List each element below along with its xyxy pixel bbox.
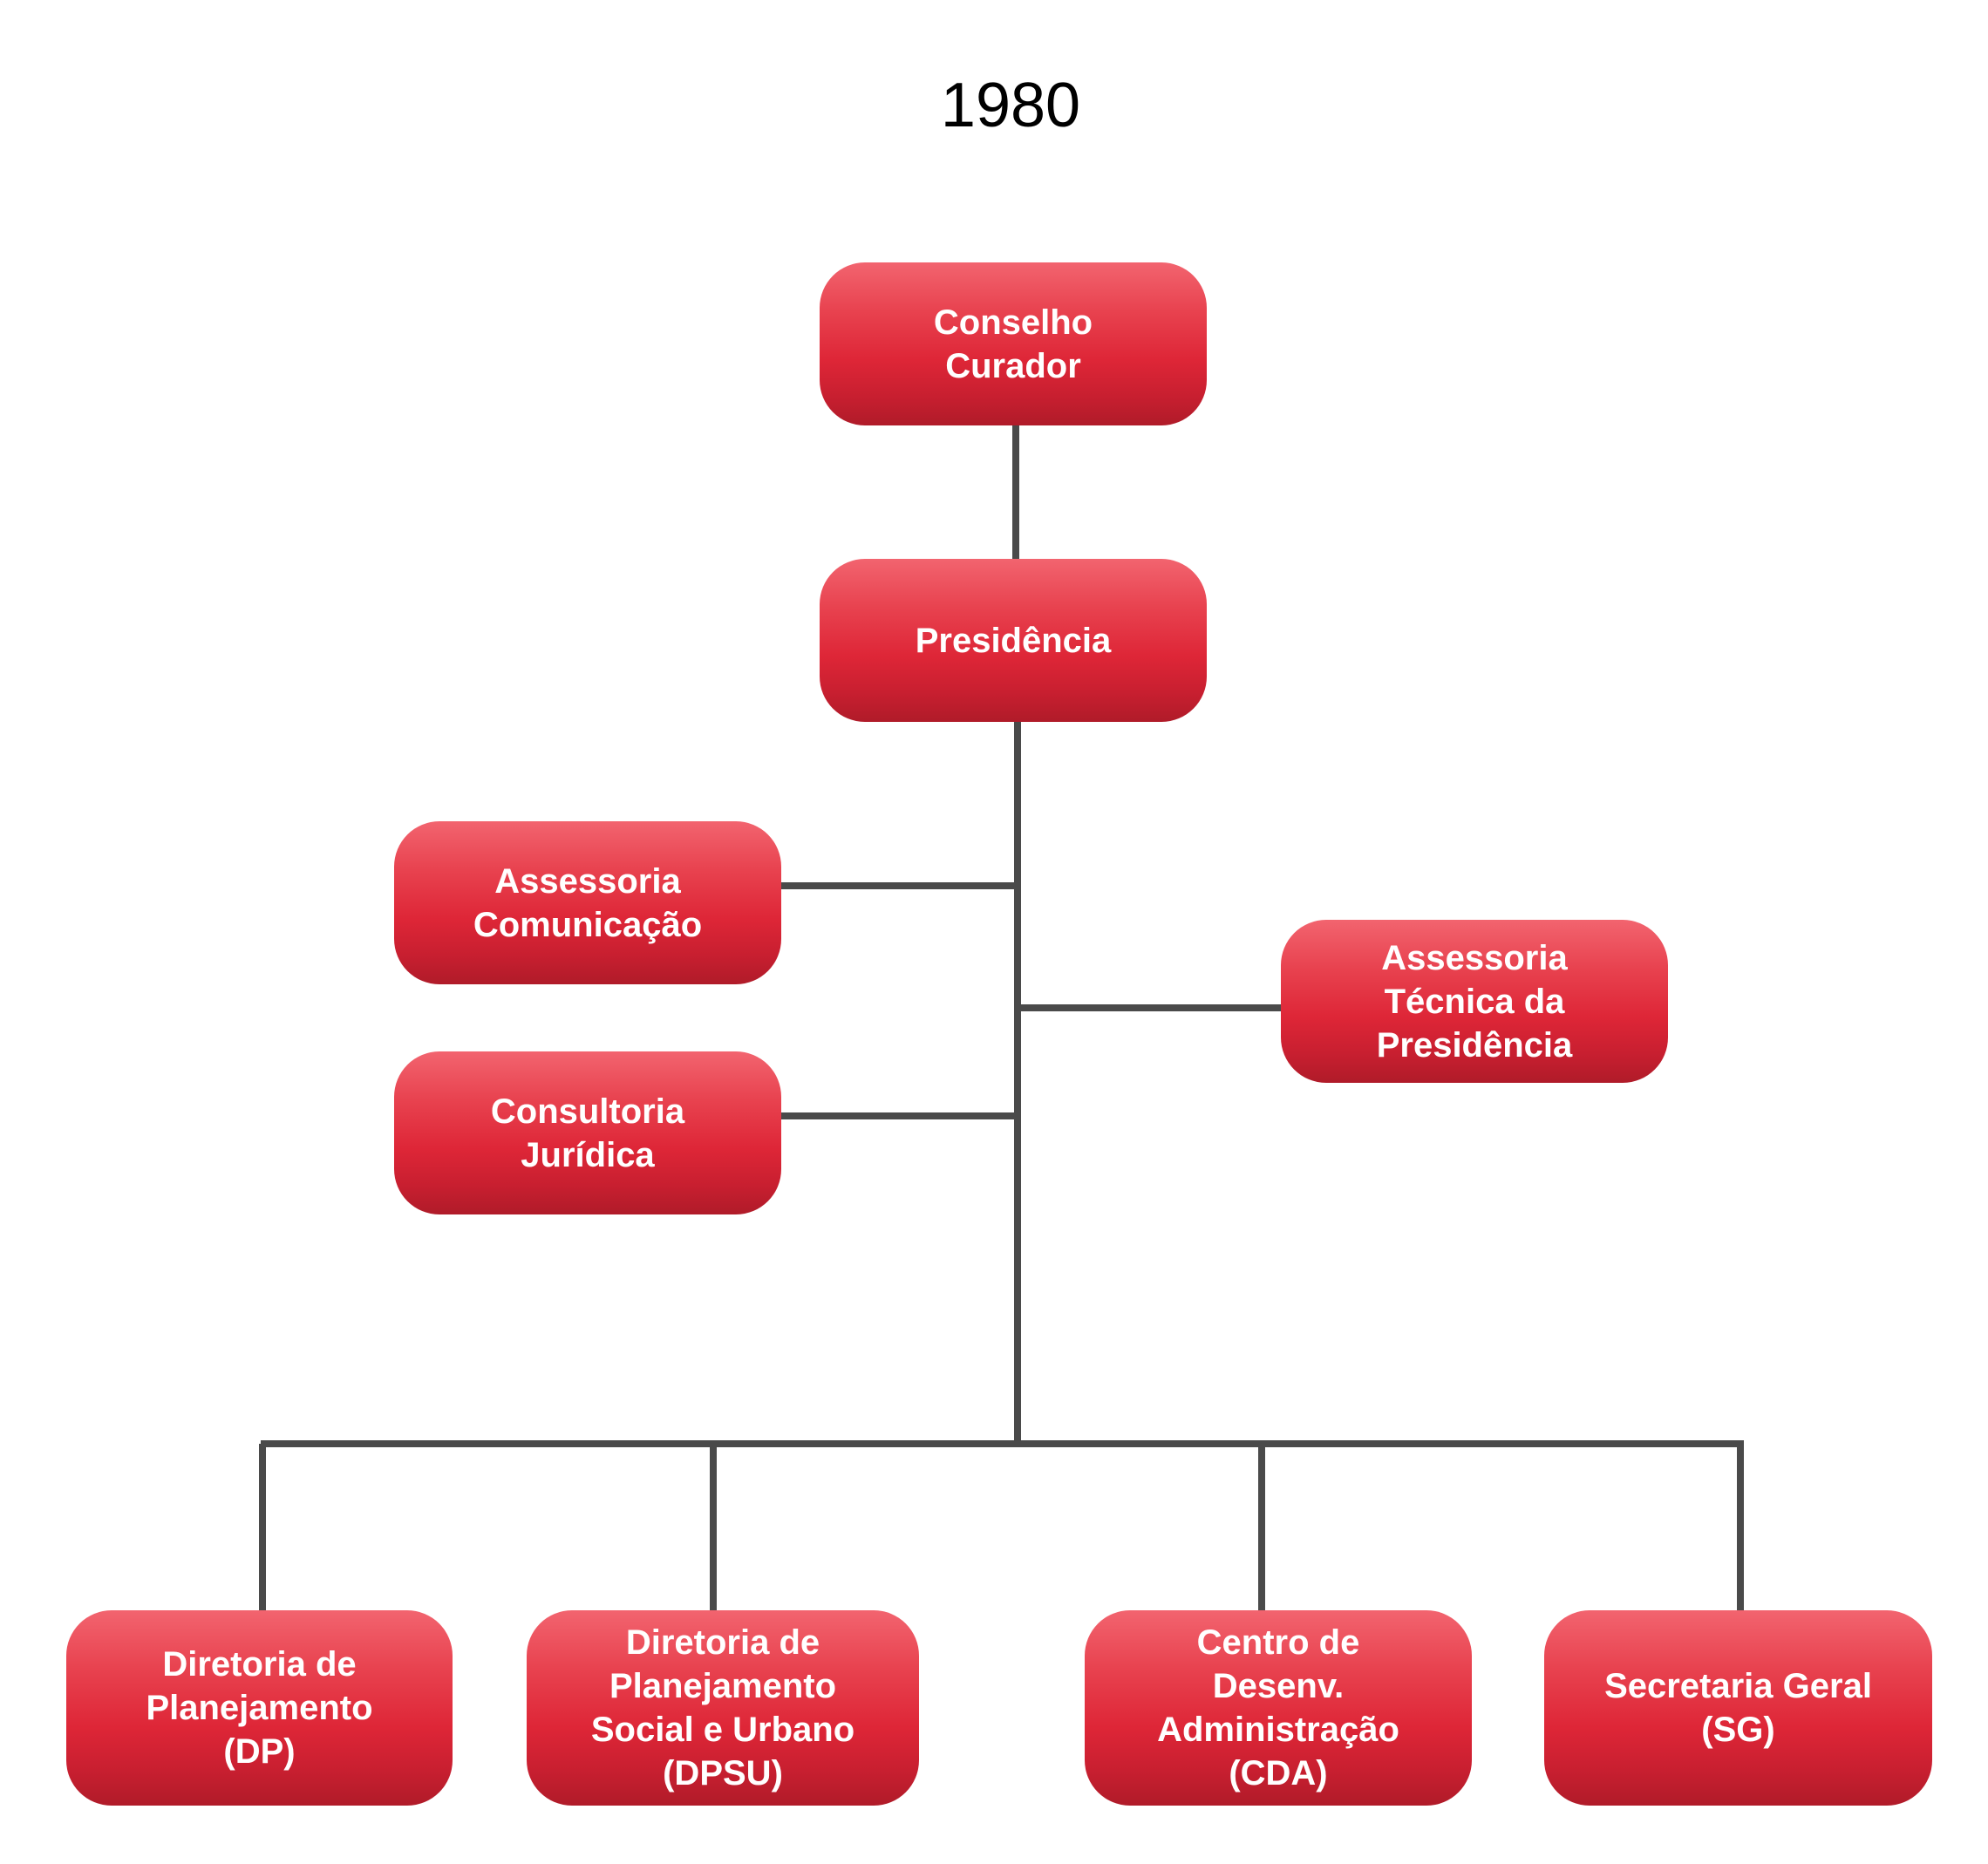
node-dp: Diretoria de Planejamento (DP) xyxy=(66,1610,453,1806)
node-sg: Secretaria Geral (SG) xyxy=(1544,1610,1932,1806)
node-assessoria-tecnica: Assessoria Técnica da Presidência xyxy=(1281,920,1668,1083)
node-conselho-curador: Conselho Curador xyxy=(820,262,1207,425)
node-assessoria-comunicacao: Assessoria Comunicação xyxy=(394,821,781,984)
node-presidencia: Presidência xyxy=(820,559,1207,722)
node-consultoria-juridica: Consultoria Jurídica xyxy=(394,1051,781,1214)
node-cda: Centro de Desenv. Administração (CDA) xyxy=(1085,1610,1472,1806)
chart-title: 1980 xyxy=(940,71,1081,140)
node-dpsu: Diretoria de Planejamento Social e Urban… xyxy=(527,1610,919,1806)
